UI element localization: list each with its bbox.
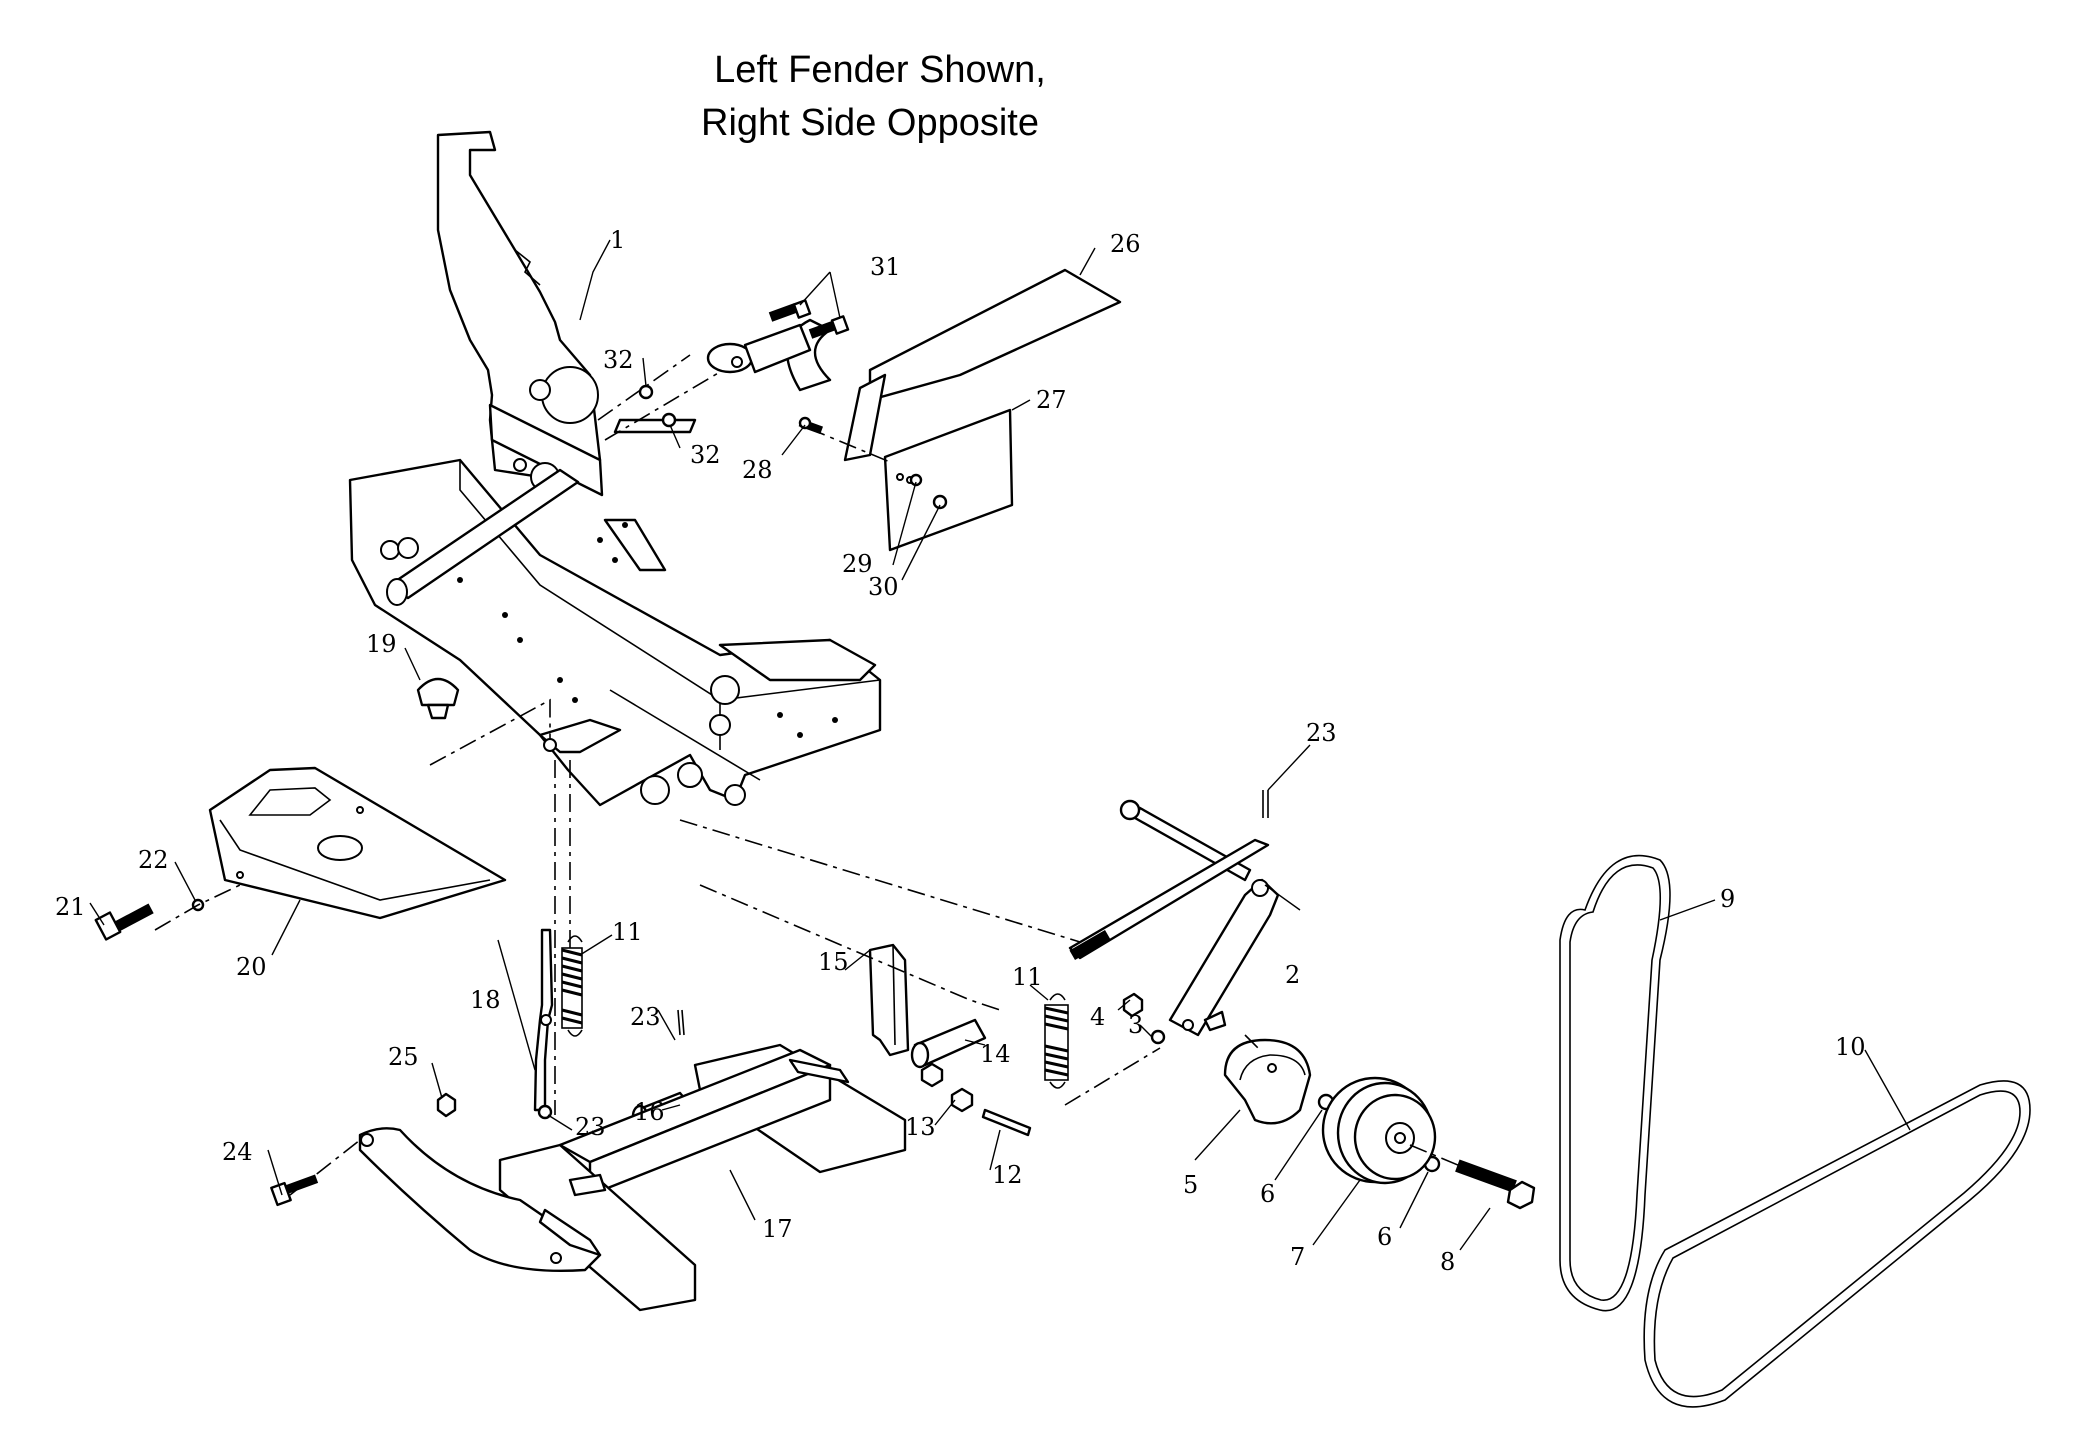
callout-17: 17 <box>762 1215 793 1243</box>
part-5-belt-guard <box>1223 1038 1312 1125</box>
main-frame <box>348 418 882 807</box>
callout-19: 19 <box>366 630 397 658</box>
part-21-bolt <box>94 903 154 941</box>
callout-7: 7 <box>1290 1243 1305 1271</box>
callout-23-upper: 23 <box>1306 719 1337 747</box>
part-17-sub-frame <box>498 1043 907 1312</box>
callout-3: 3 <box>1128 1011 1143 1039</box>
callout-6-rear: 6 <box>1377 1223 1392 1251</box>
part-13-nuts <box>920 1062 974 1113</box>
part-31-bolts <box>768 299 850 339</box>
callout-14: 14 <box>980 1040 1011 1068</box>
part-9-belt <box>1559 854 1671 1312</box>
callout-30: 30 <box>868 573 899 601</box>
part-4-nut <box>1122 992 1144 1018</box>
part-15-bracket <box>868 943 910 1057</box>
part-7-pulley <box>1321 1076 1437 1185</box>
callout-21: 21 <box>55 893 86 921</box>
part-3-washer <box>1150 1029 1166 1045</box>
callout-27: 27 <box>1036 386 1067 414</box>
part-29-30-fasteners <box>909 473 948 510</box>
callout-6-front: 6 <box>1260 1180 1275 1208</box>
part-12-pin <box>981 1108 1032 1137</box>
callout-13: 13 <box>905 1113 936 1141</box>
callout-11-left: 11 <box>612 918 643 946</box>
assembly-lines <box>154 354 1466 1196</box>
part-24-25-swing-arm <box>358 1127 602 1273</box>
callout-20: 20 <box>236 953 267 981</box>
diagram-title-line-2: Right Side Opposite <box>701 102 1039 144</box>
part-11-spring-right <box>1044 993 1069 1089</box>
callout-32-upper: 32 <box>603 346 634 374</box>
part-26-fender-arm <box>706 268 1122 462</box>
callout-4: 4 <box>1090 1003 1105 1031</box>
callout-23-lower: 23 <box>575 1113 606 1141</box>
part-14-pivot-pin <box>910 1018 987 1069</box>
callout-26: 26 <box>1110 230 1141 258</box>
part-8-bolt <box>1455 1159 1536 1210</box>
part-25-nut <box>436 1092 457 1118</box>
part-2-lever-arm <box>1068 799 1280 1037</box>
callout-labels: 1 31 26 27 32 32 28 29 30 19 21 22 20 23… <box>55 226 1866 1276</box>
part-20-floor-pan <box>208 766 507 920</box>
part-23-cotter-pin-middle <box>677 1009 685 1036</box>
part-27-fender-plate <box>883 408 1014 552</box>
callout-24: 24 <box>222 1138 253 1166</box>
callout-5: 5 <box>1183 1171 1198 1199</box>
callout-28: 28 <box>742 456 773 484</box>
part-11-spring-left <box>561 935 583 1037</box>
part-10-belt <box>1643 1080 2031 1408</box>
part-32-washers <box>638 384 677 428</box>
callout-18: 18 <box>470 986 501 1014</box>
diagram-title-line-1: Left Fender Shown, <box>714 49 1046 91</box>
callout-31: 31 <box>870 253 901 281</box>
callout-10: 10 <box>1835 1033 1866 1061</box>
callout-22: 22 <box>138 846 169 874</box>
callout-2: 2 <box>1285 961 1300 989</box>
callout-16: 16 <box>634 1098 665 1126</box>
callout-15: 15 <box>818 948 849 976</box>
leader-lines <box>89 239 1911 1251</box>
part-18-linkage-rod <box>533 928 554 1120</box>
part-19-knob <box>416 677 460 720</box>
callout-25: 25 <box>388 1043 419 1071</box>
callout-8: 8 <box>1440 1248 1455 1276</box>
part-23-cotter-pin-upper <box>1262 790 1269 818</box>
callout-9: 9 <box>1720 885 1735 913</box>
part-28-bolt <box>798 416 824 435</box>
callout-29: 29 <box>842 550 873 578</box>
callout-32-lower: 32 <box>690 441 721 469</box>
callout-1: 1 <box>610 226 625 254</box>
part-1-fender-plate <box>436 130 604 497</box>
callout-11-right: 11 <box>1012 963 1043 991</box>
callout-23-middle: 23 <box>630 1003 661 1031</box>
callout-12: 12 <box>992 1161 1023 1189</box>
